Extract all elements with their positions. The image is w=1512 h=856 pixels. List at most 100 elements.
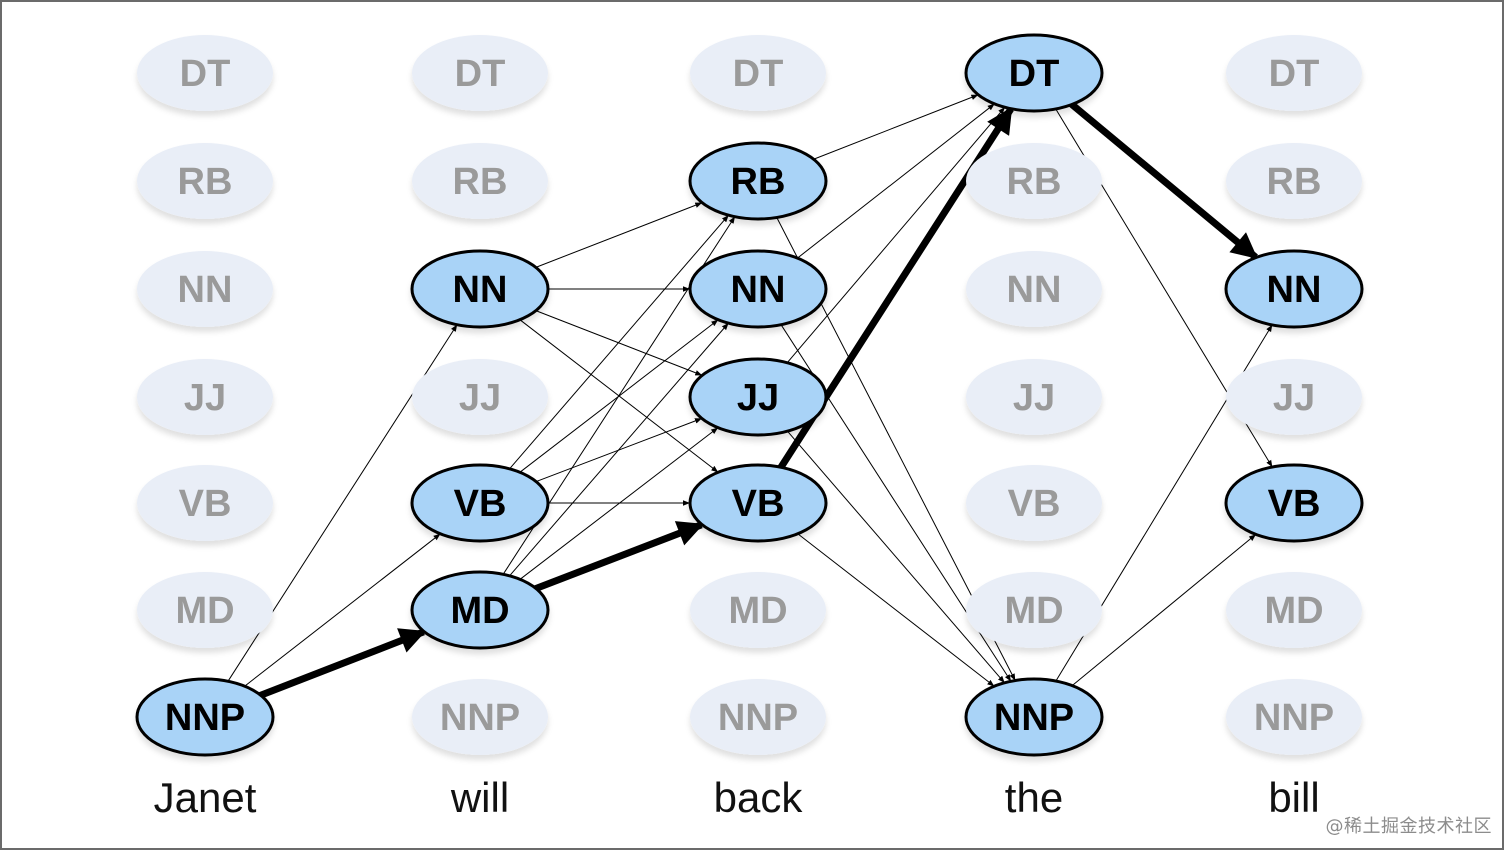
state-label: JJ (1013, 377, 1055, 419)
word-label-back: back (714, 774, 804, 821)
state-ellipse (412, 35, 548, 111)
state-label: VB (179, 483, 232, 525)
state-label: MD (1264, 590, 1323, 632)
observation-words: Janet will back the bill (154, 774, 1320, 821)
state-node-the-dt-active: DT (964, 33, 1104, 113)
state-ellipse (966, 359, 1102, 435)
state-ellipse (688, 141, 828, 221)
watermark: @稀土掘金技术社区 (1325, 816, 1492, 837)
edge-janet-nnp-to-will-vb (243, 533, 441, 688)
state-node-janet-vb-inactive: VB (137, 465, 273, 541)
state-node-the-md-inactive: MD (966, 572, 1102, 648)
state-nodes: DT RB NN JJ VB MD NNP DT RB NN JJ VB MD NNP DT RB NN JJ VB… (135, 33, 1364, 757)
word-label-janet: Janet (154, 774, 257, 821)
word-label-bill: bill (1268, 774, 1319, 821)
state-ellipse (1226, 572, 1362, 648)
state-node-bill-rb-inactive: RB (1226, 143, 1362, 219)
state-label: MD (1004, 590, 1063, 632)
state-node-janet-jj-inactive: JJ (137, 359, 273, 435)
state-node-bill-vb-active: VB (1224, 463, 1364, 543)
state-ellipse (690, 572, 826, 648)
state-node-janet-rb-inactive: RB (137, 143, 273, 219)
state-node-will-md-active: MD (410, 570, 550, 650)
state-node-back-nn-active: NN (688, 249, 828, 329)
state-ellipse (137, 251, 273, 327)
state-label: NN (731, 269, 786, 311)
word-label-will: will (450, 774, 509, 821)
state-label: NN (178, 269, 233, 311)
state-ellipse (966, 465, 1102, 541)
state-node-janet-nnp-active: NNP (135, 677, 275, 757)
edge-back-rb-to-the-dt (811, 94, 979, 161)
state-node-will-vb-active: VB (410, 463, 550, 543)
state-label: NNP (440, 697, 520, 739)
state-ellipse (690, 35, 826, 111)
state-label: VB (732, 483, 785, 525)
state-node-the-jj-inactive: JJ (966, 359, 1102, 435)
state-node-the-nn-inactive: NN (966, 251, 1102, 327)
state-label: RB (731, 161, 786, 203)
state-ellipse (412, 679, 548, 755)
state-ellipse (688, 357, 828, 437)
state-ellipse (688, 463, 828, 543)
state-label: DT (455, 53, 506, 95)
state-ellipse (1226, 359, 1362, 435)
state-ellipse (966, 572, 1102, 648)
state-node-back-md-inactive: MD (690, 572, 826, 648)
edge-back-vb-to-the-nnp (796, 532, 995, 687)
state-node-janet-md-inactive: MD (137, 572, 273, 648)
state-ellipse (410, 463, 550, 543)
state-ellipse (1224, 463, 1364, 543)
state-ellipse (137, 465, 273, 541)
state-label: NNP (994, 697, 1074, 739)
state-node-back-jj-active: JJ (688, 357, 828, 437)
edge-will-md-to-back-jj (518, 427, 719, 581)
state-label: JJ (1273, 377, 1315, 419)
edge-will-md-to-back-nn (508, 322, 729, 578)
state-ellipse (1226, 143, 1362, 219)
state-ellipse (412, 143, 548, 219)
edge-will-nn-to-back-vb (518, 318, 719, 473)
state-ellipse (137, 143, 273, 219)
state-node-bill-nnp-inactive: NNP (1226, 679, 1362, 755)
state-node-janet-nn-inactive: NN (137, 251, 273, 327)
state-ellipse (690, 679, 826, 755)
state-label: JJ (737, 377, 779, 419)
state-label: RB (178, 161, 233, 203)
state-node-bill-nn-active: NN (1224, 249, 1364, 329)
word-label-the: the (1005, 774, 1063, 821)
state-label: DT (180, 53, 231, 95)
state-node-will-nnp-inactive: NNP (412, 679, 548, 755)
state-label: JJ (459, 377, 501, 419)
edge-the-nnp-to-bill-vb (1070, 534, 1256, 687)
state-node-back-nnp-inactive: NNP (690, 679, 826, 755)
edge-back-nn-to-the-dt (795, 103, 995, 260)
state-node-will-jj-inactive: JJ (412, 359, 548, 435)
state-ellipse (1224, 249, 1364, 329)
state-node-back-rb-active: RB (688, 141, 828, 221)
state-label: DT (1009, 53, 1060, 95)
state-ellipse (964, 677, 1104, 757)
state-label: NN (1007, 269, 1062, 311)
state-label: DT (1269, 53, 1320, 95)
state-label: NNP (1254, 697, 1334, 739)
state-label: VB (1008, 483, 1061, 525)
edge-back-jj-to-the-nnp (786, 429, 1005, 683)
state-node-janet-dt-inactive: DT (137, 35, 273, 111)
state-ellipse (135, 677, 275, 757)
state-node-bill-dt-inactive: DT (1226, 35, 1362, 111)
state-node-the-vb-inactive: VB (966, 465, 1102, 541)
state-label: RB (453, 161, 508, 203)
edge-will-nn-to-back-rb (534, 202, 703, 269)
edge-will-nn-to-back-jj (534, 309, 703, 376)
state-label: NN (1267, 269, 1322, 311)
edge-will-vb-to-back-rb (508, 215, 729, 471)
edge-the-dt-to-bill-nn-best-path (1068, 100, 1258, 260)
state-ellipse (410, 249, 550, 329)
state-label: NN (453, 269, 508, 311)
state-ellipse (964, 33, 1104, 113)
state-node-bill-md-inactive: MD (1226, 572, 1362, 648)
state-label: MD (175, 590, 234, 632)
state-ellipse (412, 359, 548, 435)
